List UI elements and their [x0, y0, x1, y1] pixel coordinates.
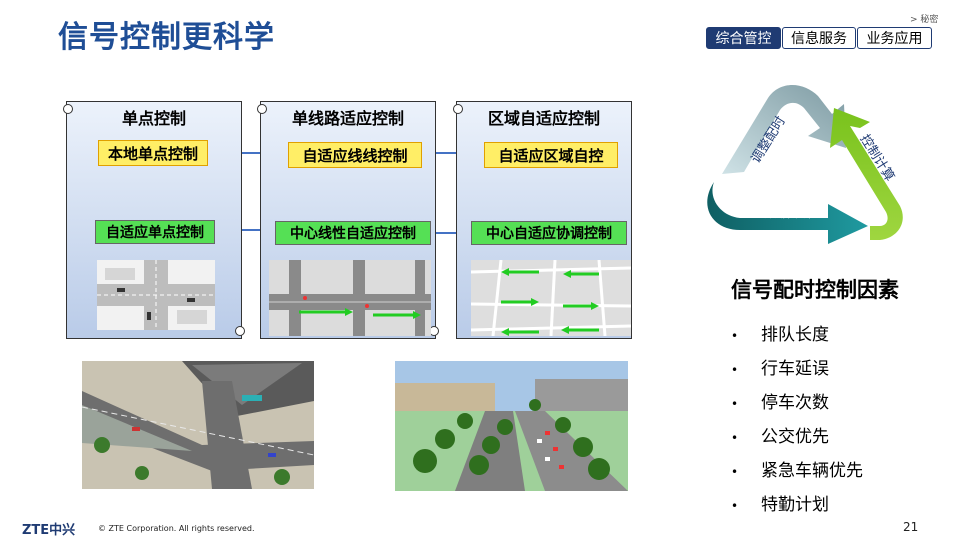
center-linear-adaptive-control-box: 中心线性自适应控制 [275, 221, 431, 245]
panel-single-point-control: 单点控制 本地单点控制 自适应单点控制 [63, 101, 245, 339]
corner-ring [257, 104, 267, 114]
zte-logo: ZTE中兴 [22, 523, 76, 538]
page-number: 21 [903, 520, 919, 534]
bullet: • [731, 329, 739, 343]
center-adaptive-coordination-box: 中心自适应协调控制 [471, 221, 627, 245]
adaptive-area-control-box: 自适应区域自控 [484, 142, 618, 168]
corner-ring [235, 326, 245, 336]
corridor-diagram [269, 260, 431, 336]
corner-ring [453, 104, 463, 114]
panel-title: 单点控制 [121, 109, 186, 128]
cycle-arrow-adjust-timing [722, 85, 846, 174]
list-item: • 特勤计划 [731, 488, 863, 522]
bullet: • [731, 363, 739, 377]
list-item: • 公交优先 [731, 420, 863, 454]
factor-special-service-plan: 特勤计划 [761, 495, 829, 515]
tab-information-service[interactable]: 信息服务 [782, 27, 856, 49]
list-item: • 停车次数 [731, 386, 863, 420]
panel-title: 区域自适应控制 [487, 109, 600, 128]
factors-list: • 排队长度 • 行车延误 • 停车次数 • 公交优先 • 紧急车辆优先 • 特勤计划 [731, 318, 863, 522]
factor-queue-length: 排队长度 [761, 325, 829, 345]
page-title: 信号控制更科学 [58, 20, 275, 55]
corner-ring [63, 104, 73, 114]
intersection-3d-render [82, 361, 314, 489]
list-item: • 紧急车辆优先 [731, 454, 863, 488]
copyright-text: © ZTE Corporation. All rights reserved. [98, 524, 255, 533]
cycle-arrow-data-collection [707, 182, 868, 244]
panel-line-adaptive-control: 单线路适应控制 自适应线线控制 中心线性自适应控制 [257, 101, 439, 339]
factor-emergency-priority: 紧急车辆优先 [761, 461, 863, 481]
cycle-arrow-control-computation [830, 108, 903, 240]
bullet: • [731, 397, 739, 411]
local-single-control-box: 本地单点控制 [98, 140, 208, 166]
panel-area-adaptive-control: 区域自适应控制 自适应区域自控 中心自适应协调控制 [453, 101, 632, 339]
panel-title: 单线路适应控制 [291, 109, 404, 128]
factors-title: 信号配时控制因素 [731, 278, 899, 302]
control-cycle-diagram: 调整配时 控制计算 数据采集 [707, 85, 903, 244]
intersection-diagram [97, 260, 215, 330]
bullet: • [731, 465, 739, 479]
confidential-label: > 秘密 [910, 15, 939, 25]
tab-business-application[interactable]: 业务应用 [857, 27, 932, 49]
bullet: • [731, 499, 739, 513]
factor-bus-priority: 公交优先 [761, 427, 829, 447]
adaptive-line-control-box: 自适应线线控制 [288, 142, 422, 168]
factor-travel-delay: 行车延误 [761, 359, 829, 379]
adaptive-single-control-box: 自适应单点控制 [95, 220, 215, 244]
list-item: • 排队长度 [731, 318, 863, 352]
cycle-label-data-collection: 数据采集 [764, 205, 816, 221]
area-network-diagram [471, 260, 631, 336]
tab-integrated-control[interactable]: 综合管控 [706, 27, 781, 49]
factor-stop-count: 停车次数 [761, 393, 829, 413]
list-item: • 行车延误 [731, 352, 863, 386]
street-3d-simulation [395, 361, 628, 491]
bullet: • [731, 431, 739, 445]
